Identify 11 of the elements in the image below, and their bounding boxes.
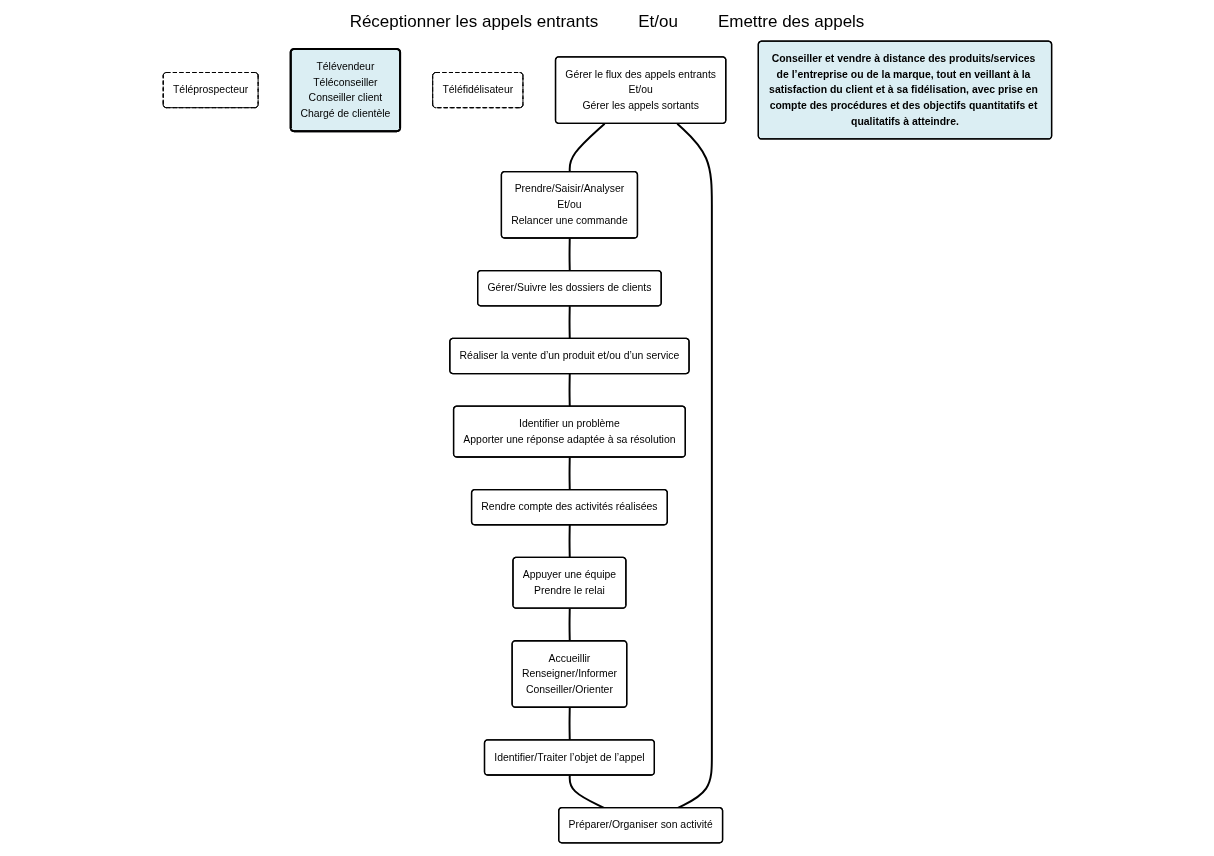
connector [568,372,571,408]
center-text: Réceptionner les appels entrants [349,12,599,32]
connector [568,524,571,559]
connector [568,774,605,809]
connector [675,122,713,809]
connector [568,237,571,272]
center-text: Et/ou [638,12,678,32]
connector [568,305,571,340]
connector [568,122,606,173]
connector [568,456,571,491]
center-text: Emettre des appels [717,12,865,32]
